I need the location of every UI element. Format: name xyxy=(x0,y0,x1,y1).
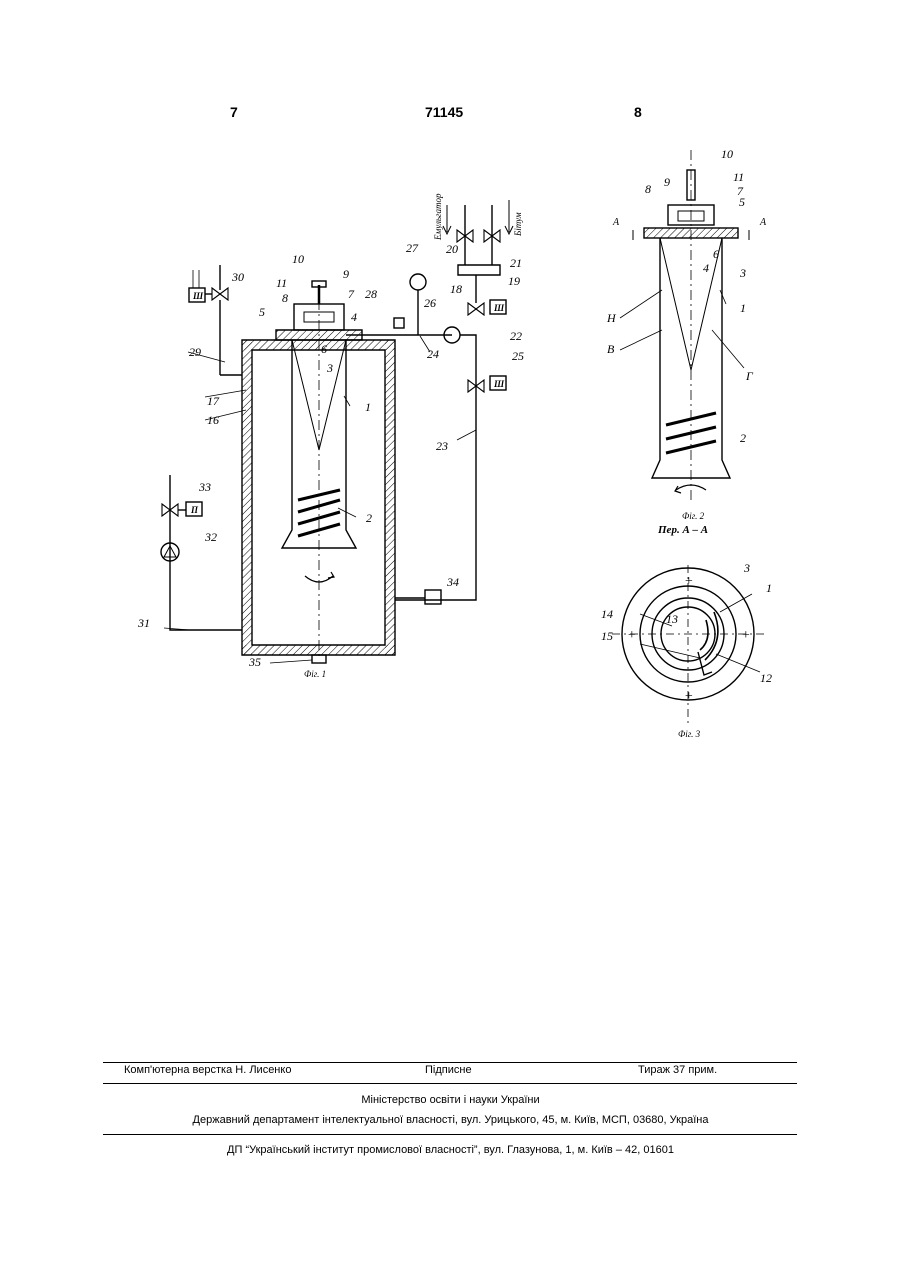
callout-35: 35 xyxy=(248,655,261,669)
callout-18: 18 xyxy=(450,282,462,296)
fig2-callout-11: 11 xyxy=(733,170,744,184)
outer-jacket xyxy=(242,340,395,655)
fig3-callout-14: 14 xyxy=(601,607,613,621)
valve-19 xyxy=(468,303,484,315)
fig3-plus-bottom: + xyxy=(684,689,693,704)
fig2-callout-2: 2 xyxy=(740,431,746,445)
fig2-callout-1: 1 xyxy=(740,301,746,315)
insulation-bottom xyxy=(242,645,395,655)
callout-21: 21 xyxy=(510,256,522,270)
callout-16: 16 xyxy=(207,413,219,427)
callout-22: 22 xyxy=(510,329,522,343)
callout-19: 19 xyxy=(508,274,520,288)
callout-6: 6 xyxy=(321,342,327,356)
callout-23: 23 xyxy=(436,439,448,453)
callout-20: 20 xyxy=(446,242,458,256)
footer-rule-bottom xyxy=(103,1134,797,1135)
fig3-plus-top: + xyxy=(684,574,693,589)
actuator-33-mark: П xyxy=(190,505,199,515)
sensor-34 xyxy=(425,590,441,604)
footer-signed: Підписне xyxy=(425,1064,472,1076)
fig3-plus-right: + xyxy=(741,628,750,643)
fig2-callout-9: 9 xyxy=(664,175,670,189)
callout-31: 31 xyxy=(137,616,150,630)
figure-2: 10 11 9 8 7 5 6 4 3 1 2 Н В Г А А Фіг. 2… xyxy=(606,147,767,536)
fig3-callout-15: 15 xyxy=(601,629,613,643)
fig1-caption: Фіг. 1 xyxy=(304,669,326,679)
fig2-callout-6: 6 xyxy=(713,247,719,261)
callout-1: 1 xyxy=(365,400,371,414)
insulation-left xyxy=(242,340,252,655)
sensor-28 xyxy=(394,318,404,328)
callout-30: 30 xyxy=(231,270,244,284)
actuator-30-mark: Ш xyxy=(192,291,204,301)
fig2-flange xyxy=(644,228,738,238)
insulation-right xyxy=(385,340,395,655)
fig2-caption: Фіг. 2 xyxy=(682,511,705,521)
fig2-callout-3: 3 xyxy=(739,266,746,280)
fig2-letter-v: В xyxy=(607,342,615,356)
fig3-callout-3: 3 xyxy=(743,561,750,575)
footer-institute: ДП “Український інститут промислової вла… xyxy=(0,1144,901,1156)
callout-24: 24 xyxy=(427,347,439,361)
fig2-callout-5: 5 xyxy=(739,195,745,209)
actuator-19-mark: Ш xyxy=(493,303,505,313)
fig3-section-title: Пер. А – А xyxy=(657,524,708,536)
inlet-pipes xyxy=(465,205,492,265)
callout-32: 32 xyxy=(204,530,217,544)
callout-3: 3 xyxy=(326,361,333,375)
fig3-caption: Фіг. 3 xyxy=(678,729,701,739)
label-emulsifier: Емульгатор xyxy=(433,193,443,241)
actuator-25-mark: Ш xyxy=(493,379,505,389)
pipe-18 xyxy=(458,265,500,303)
fig2-letter-n: Н xyxy=(606,311,617,325)
fig2-callout-10: 10 xyxy=(721,147,733,161)
fig2-callout-8: 8 xyxy=(645,182,651,196)
callout-4: 4 xyxy=(351,310,357,324)
footer-rule-top xyxy=(103,1062,797,1063)
fig3-callout-12: 12 xyxy=(760,671,772,685)
fig2-section-mark-left: А xyxy=(612,217,620,228)
inner-vessel-wall xyxy=(252,350,385,645)
footer-composer: Комп'ютерна верстка Н. Лисенко xyxy=(124,1064,291,1076)
callout-7: 7 xyxy=(348,287,355,301)
callout-2: 2 xyxy=(366,511,372,525)
figure-3: + + + + 3 1 13 14 15 12 Фіг. 3 xyxy=(601,561,772,739)
drain-35 xyxy=(312,655,326,663)
fig3-plus-left: + xyxy=(627,628,636,643)
callout-5: 5 xyxy=(259,305,265,319)
pipe-23 xyxy=(395,335,476,600)
callout-28: 28 xyxy=(365,287,377,301)
fig2-letter-g: Г xyxy=(745,369,754,383)
callout-27: 27 xyxy=(406,241,419,255)
footer-ministry: Міністерство освіти і науки України xyxy=(0,1094,901,1106)
callout-17: 17 xyxy=(207,394,220,408)
callout-26: 26 xyxy=(424,296,436,310)
callout-34: 34 xyxy=(446,575,459,589)
footer-circulation: Тираж 37 прим. xyxy=(638,1064,717,1076)
fig2-callout-4: 4 xyxy=(703,261,709,275)
gauge-27 xyxy=(410,274,426,290)
callout-29: 29 xyxy=(189,345,201,359)
figure-1: 10 9 11 8 7 5 4 6 3 1 2 30 29 17 16 33 3… xyxy=(137,193,524,679)
callout-11: 11 xyxy=(276,276,287,290)
callout-8: 8 xyxy=(282,291,288,305)
callout-9: 9 xyxy=(343,267,349,281)
label-bitumen: Бітум xyxy=(513,212,523,237)
callout-25: 25 xyxy=(512,349,524,363)
callout-10: 10 xyxy=(292,252,304,266)
fig3-callout-13: 13 xyxy=(666,612,678,626)
pipe-31 xyxy=(170,475,242,630)
fig2-section-mark-right: А xyxy=(759,217,767,228)
footer-rule-middle xyxy=(103,1083,797,1084)
callout-33: 33 xyxy=(198,480,211,494)
fig3-callout-1: 1 xyxy=(766,581,772,595)
footer-department: Державний департамент інтелектуальної вл… xyxy=(0,1114,901,1126)
